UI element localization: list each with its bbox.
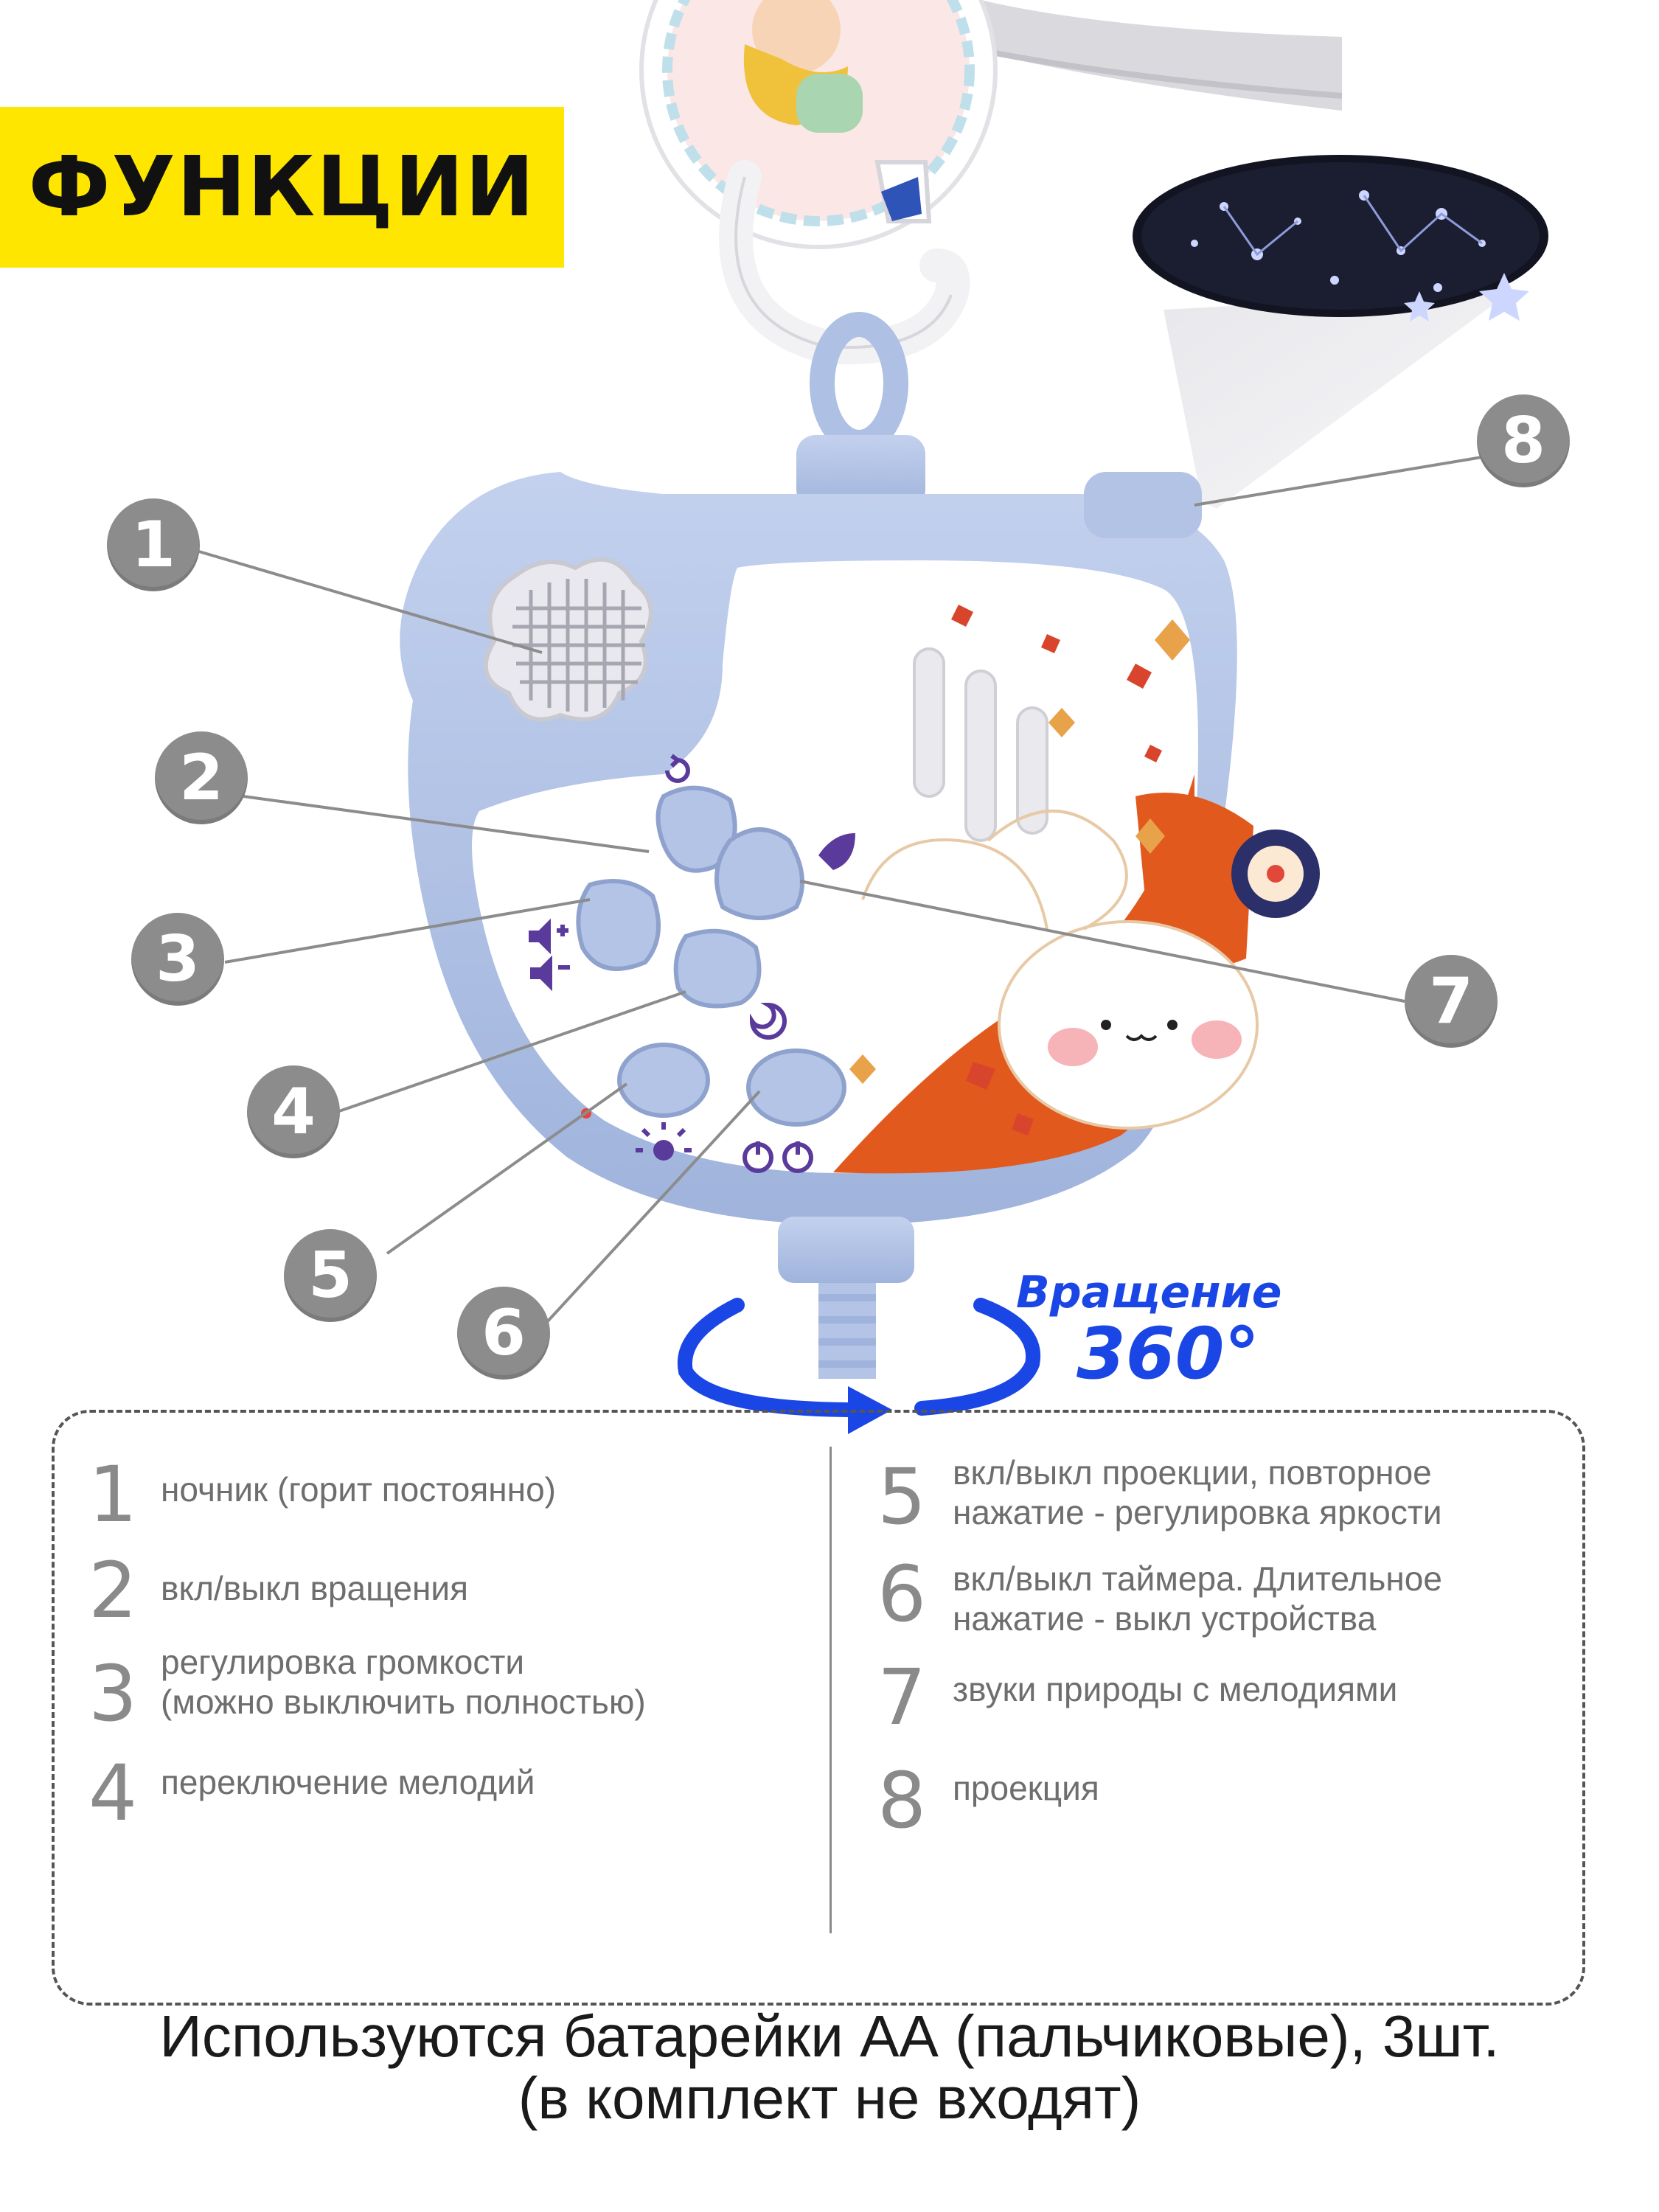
callout-5: 5 <box>284 1229 377 1322</box>
callout-8: 8 <box>1477 394 1570 487</box>
melody-switch-button[interactable] <box>673 928 762 1009</box>
callout-6: 6 <box>457 1287 550 1380</box>
projector-sun-icon <box>636 1122 692 1161</box>
night-light-grille-icon <box>483 557 653 722</box>
battery-note: Используются батарейки АА (пальчиковые),… <box>159 2003 1500 2131</box>
volume-button[interactable] <box>576 879 661 971</box>
volume-icon <box>529 918 570 992</box>
melody-nature-button[interactable] <box>714 827 804 920</box>
moon-timer-icon <box>749 1002 787 1040</box>
callout-2: 2 <box>155 731 248 824</box>
callout-lines <box>198 456 1483 1325</box>
leaf-icon <box>818 833 855 870</box>
device-buttons <box>576 785 846 1127</box>
star-projection-icon <box>1133 155 1548 509</box>
callout-7: 7 <box>1405 955 1498 1048</box>
legend-divider <box>830 1447 832 1933</box>
device-illustration <box>198 0 1548 1434</box>
hanger-hook <box>719 160 970 509</box>
rotation-degrees: 360° <box>1077 1312 1260 1395</box>
title-badge: ФУНКЦИИ <box>0 107 564 268</box>
legend-box <box>52 1410 1585 2006</box>
rotation-shaft <box>778 1217 914 1379</box>
hanging-disc <box>639 0 998 249</box>
projection-button[interactable] <box>617 1043 710 1118</box>
callout-3: 3 <box>131 913 224 1006</box>
power-icon <box>742 1141 813 1173</box>
timer-power-button[interactable] <box>746 1048 846 1127</box>
callout-1: 1 <box>107 498 200 591</box>
rotation-label: Вращение <box>1016 1267 1282 1318</box>
rotate-icon <box>665 754 690 783</box>
page-title: ФУНКЦИИ <box>28 139 536 235</box>
callout-4: 4 <box>247 1065 340 1158</box>
